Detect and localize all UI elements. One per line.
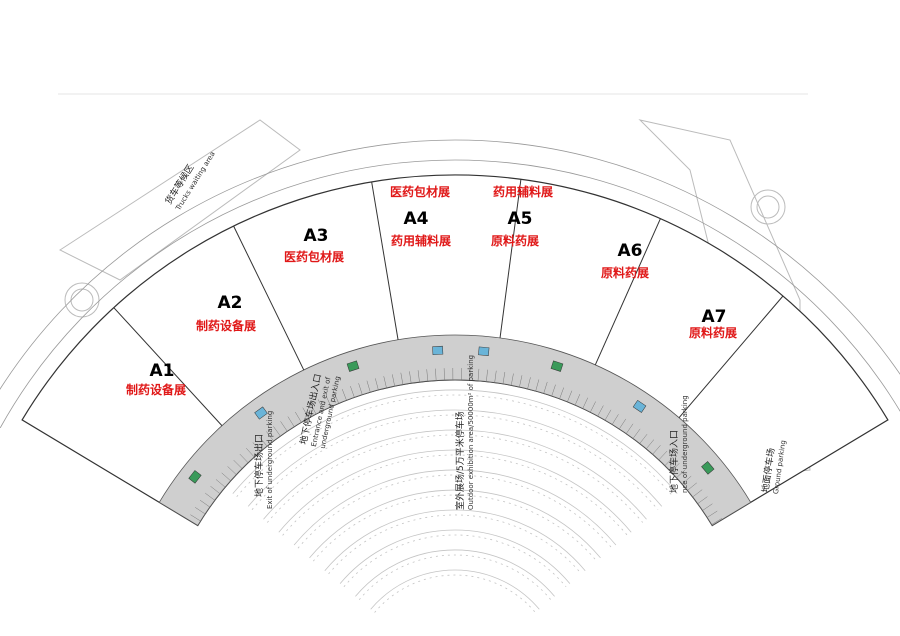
hall-a5-code: A5 bbox=[508, 209, 533, 229]
svg-text:地下停车场入口: 地下停车场入口 bbox=[668, 430, 680, 493]
svg-text:地下停车场出口: 地下停车场出口 bbox=[253, 434, 265, 497]
hall-a7-code: A7 bbox=[702, 307, 727, 327]
hall-a3-code: A3 bbox=[304, 226, 329, 246]
hall-a4-name-2: 药用辅料展 bbox=[391, 233, 451, 248]
truck-waiting-label: 货车等候区 Trucks waiting area bbox=[162, 150, 217, 213]
exit-parking-label: 地下停车场出口 Exit of underground parking bbox=[253, 411, 274, 509]
outdoor-exhibition-label: 室外展场/5万平米停车场 Outdoor exhibition area/500… bbox=[454, 355, 475, 510]
hall-a4-name-1: 医药包材展 bbox=[390, 184, 450, 199]
svg-text:Exit of underground parking: Exit of underground parking bbox=[266, 411, 274, 509]
hall-a6-name: 原料药展 bbox=[601, 265, 649, 280]
hall-labels: A1 制药设备展 A2 制药设备展 A3 医药包材展 医药包材展 A4 药用辅料… bbox=[126, 184, 737, 397]
hall-a5-name-1: 药用辅料展 bbox=[493, 184, 553, 199]
hall-a2-code: A2 bbox=[218, 293, 243, 313]
hall-a6-code: A6 bbox=[618, 241, 643, 261]
svg-text:室外展场/5万平米停车场: 室外展场/5万平米停车场 bbox=[454, 411, 466, 510]
hall-a7-name: 原料药展 bbox=[689, 325, 737, 340]
hall-a3-name: 医药包材展 bbox=[284, 249, 344, 264]
hall-a4-code: A4 bbox=[404, 209, 429, 229]
hall-a1-code: A1 bbox=[150, 361, 175, 381]
hall-a2-name: 制药设备展 bbox=[196, 318, 256, 333]
svg-text:Outdoor exhibition area/50000m: Outdoor exhibition area/50000m² of parki… bbox=[467, 355, 475, 510]
hall-a1-name: 制药设备展 bbox=[126, 382, 186, 397]
hall-a5-name-2: 原料药展 bbox=[491, 233, 539, 248]
entrance-parking-label: 地下停车场入口 nce of underground parking bbox=[668, 395, 689, 493]
exhibition-hall-band bbox=[0, 139, 900, 527]
svg-text:nce of underground parking: nce of underground parking bbox=[681, 395, 689, 493]
outdoor-parking-arcs bbox=[232, 389, 678, 613]
